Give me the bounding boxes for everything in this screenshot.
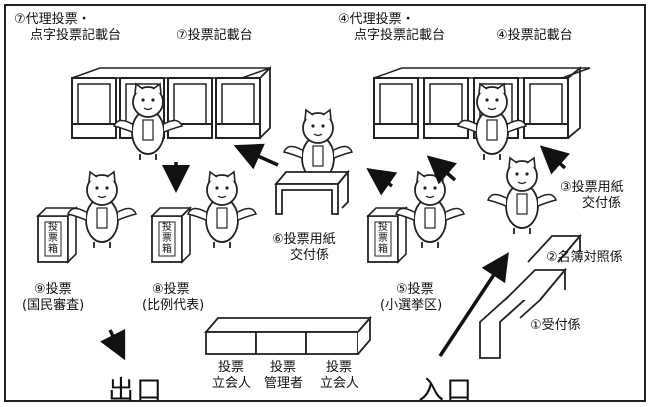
mascot-issue-3 xyxy=(487,157,557,235)
reception-desks xyxy=(479,233,582,359)
label-entrance: 入口 xyxy=(418,376,475,406)
flow-arrows xyxy=(100,143,570,361)
label-exit: 出口 xyxy=(108,376,165,406)
label-manager-line1: 投票 xyxy=(270,360,297,375)
label-ballot-issue-3-line2: 交付係 xyxy=(582,196,622,211)
label-ballot-issue-6-line2: 交付係 xyxy=(290,248,330,263)
label-proxy-braille-right-line1: ④代理投票・ xyxy=(338,12,415,27)
label-vote-8-line2: (比例代表) xyxy=(142,298,205,313)
label-booth-left: ⑦投票記載台 xyxy=(176,28,253,43)
label-booth-right: ④投票記載台 xyxy=(496,28,573,43)
label-witness-right-line2: 立会人 xyxy=(320,376,360,391)
diagram-frame xyxy=(4,4,646,402)
mascot-vote-9 xyxy=(67,171,137,249)
label-proxy-braille-right-line2: 点字投票記載台 xyxy=(354,28,446,43)
ballot-box-9-text: 投票箱 xyxy=(48,222,58,255)
label-register-check: ②名簿対照係 xyxy=(546,250,623,265)
label-witness-left-line1: 投票 xyxy=(218,360,245,375)
label-witness-right-line1: 投票 xyxy=(326,360,353,375)
label-manager-line2: 管理者 xyxy=(264,376,304,391)
booth-row-right xyxy=(373,66,591,139)
label-vote-9-line2: (国民審査) xyxy=(22,298,85,313)
label-ballot-issue-3-line1: ③投票用紙 xyxy=(560,180,624,195)
desk-issue-6 xyxy=(275,171,349,215)
label-proxy-braille-left-line1: ⑦代理投票・ xyxy=(14,12,91,27)
label-vote-5-line2: (小選挙区) xyxy=(380,298,443,313)
label-witness-left-line2: 立会人 xyxy=(212,376,252,391)
label-vote-5-line1: ⑤投票 xyxy=(396,282,434,297)
ballot-box-8-text: 投票箱 xyxy=(162,222,172,255)
ballot-box-5-text: 投票箱 xyxy=(378,222,388,255)
label-ballot-issue-6-line1: ⑥投票用紙 xyxy=(272,232,336,247)
label-vote-8-line1: ⑧投票 xyxy=(152,282,190,297)
label-vote-9-line1: ⑨投票 xyxy=(34,282,72,297)
mascot-vote-8 xyxy=(187,171,257,249)
label-reception: ①受付係 xyxy=(530,318,581,333)
label-proxy-braille-left-line2: 点字投票記載台 xyxy=(30,28,122,43)
front-desks xyxy=(204,315,372,355)
booth-row-left xyxy=(71,65,271,139)
